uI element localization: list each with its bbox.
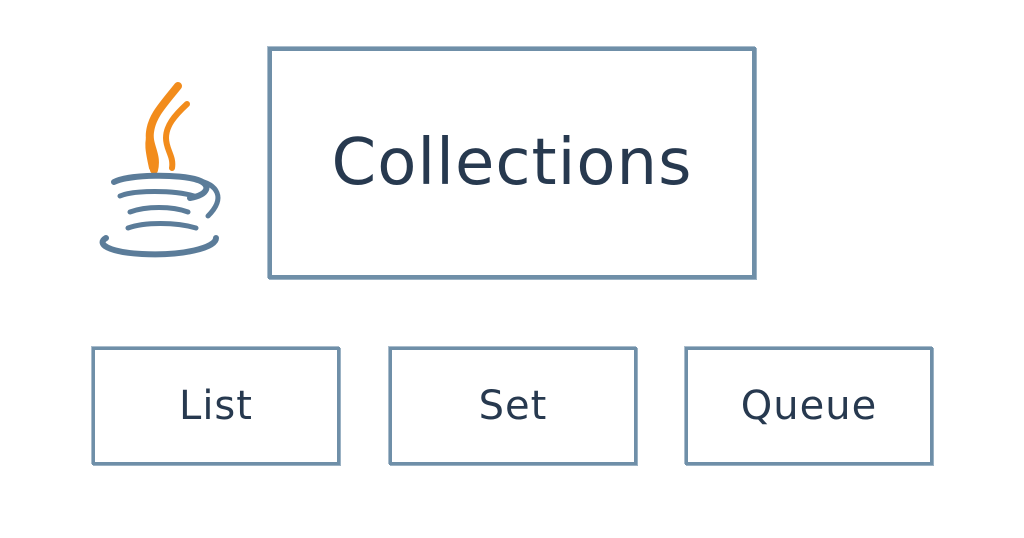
list-label: List (179, 383, 253, 429)
queue-label: Queue (740, 383, 878, 429)
queue-box: Queue (685, 347, 933, 465)
java-coffee-cup-icon (92, 78, 232, 258)
collections-label: Collections (331, 126, 693, 200)
set-label: Set (478, 383, 548, 429)
list-box: List (92, 347, 340, 465)
set-box: Set (389, 347, 637, 465)
java-steam-icon (145, 82, 190, 174)
java-cup-icon (99, 172, 221, 258)
collections-box: Collections (268, 47, 756, 279)
